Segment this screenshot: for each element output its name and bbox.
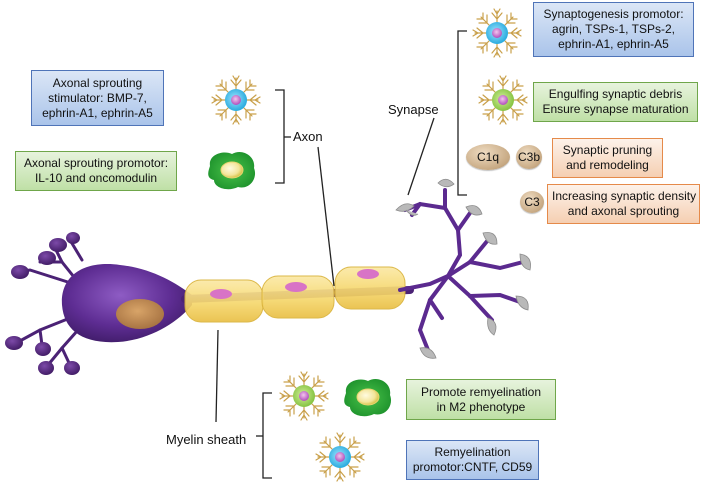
box-line: Remyelination xyxy=(434,445,511,459)
box-line: Promote remyelination xyxy=(420,384,542,399)
synaptic-pruning-box: Synaptic pruning and remodeling xyxy=(552,138,663,178)
box-line: Engulfing synaptic debris xyxy=(548,87,683,101)
axonal-sprouting-promotor-box: Axonal sprouting promotor: IL-10 and onc… xyxy=(15,151,177,191)
box-line: in M2 phenotype xyxy=(436,399,526,414)
synaptogenesis-promotor-box: Synaptogenesis promotor: agrin, TSPs-1, … xyxy=(533,2,694,57)
bracket-lines xyxy=(215,30,467,479)
promote-remyelination-box: Promote remyelination in M2 phenotype xyxy=(406,379,556,420)
box-line: and axonal sprouting xyxy=(567,204,680,218)
synapse-label: Synapse xyxy=(388,102,439,117)
box-line: Axonal sprouting promotor: xyxy=(23,156,169,170)
synaptic-density-box: Increasing synaptic density and axonal s… xyxy=(547,184,700,224)
myelin-sheath-group xyxy=(184,266,406,323)
microglia-icon xyxy=(279,371,329,421)
axon-terminal xyxy=(395,178,531,359)
c3-complement: C3 xyxy=(520,191,544,213)
box-line: IL-10 and oncomodulin xyxy=(34,171,158,185)
oligodendrocyte-icon xyxy=(315,432,365,482)
axon-label: Axon xyxy=(293,129,323,144)
c3b-complement: C3b xyxy=(516,145,542,169)
box-line: promotor:CNTF, CD59 xyxy=(412,460,533,474)
box-line: agrin, TSPs-1, TSPs-2, xyxy=(552,22,675,36)
astrocyte-icon xyxy=(211,75,261,125)
c1q-complement: C1q xyxy=(466,144,510,170)
axonal-sprouting-stimulator-box: Axonal sprouting stimulator: BMP-7, ephr… xyxy=(31,70,164,126)
box-line: Ensure synapse maturation xyxy=(542,102,689,116)
macrophage-icon xyxy=(208,151,256,190)
engulfing-synaptic-debris-box: Engulfing synaptic debris Ensure synapse… xyxy=(533,82,698,122)
box-line: stimulator: BMP-7, xyxy=(48,90,147,105)
box-line: Increasing synaptic density xyxy=(552,189,697,203)
macrophage-icon xyxy=(344,378,392,417)
astrocyte-icon xyxy=(472,8,522,58)
myelin-sheath-label: Myelin sheath xyxy=(166,432,247,447)
box-line: and remodeling xyxy=(566,158,649,172)
remyelination-promotor-box: Remyelination promotor:CNTF, CD59 xyxy=(406,440,539,480)
box-line: ephrin-A1, ephrin-A5 xyxy=(42,105,153,120)
microglia-icon xyxy=(478,75,528,125)
box-line: Axonal sprouting xyxy=(52,75,143,90)
box-line: Synaptogenesis promotor: xyxy=(543,7,684,21)
box-line: Synaptic pruning xyxy=(562,143,653,157)
box-line: ephrin-A1, ephrin-A5 xyxy=(558,37,669,51)
